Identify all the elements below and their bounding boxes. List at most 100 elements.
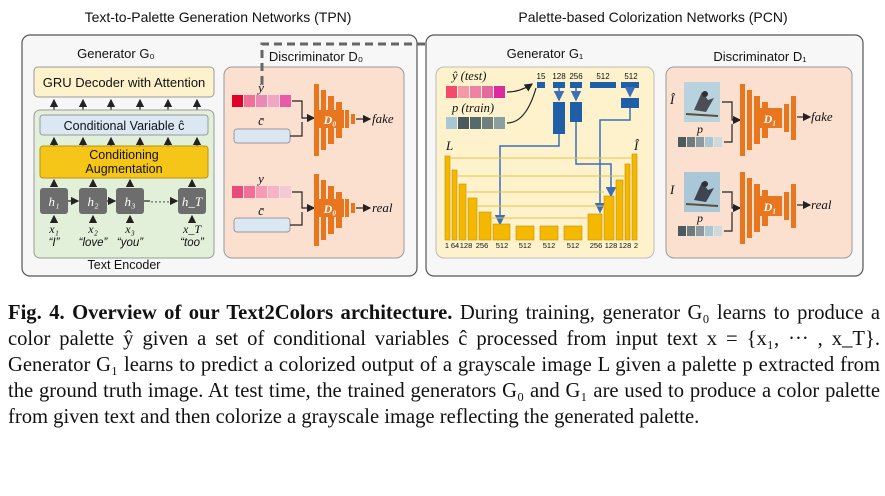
architecture-diagram: Text-to-Palette Generation Networks (TPN…	[21, 9, 864, 277]
input-x2: x₂	[87, 222, 98, 236]
d1-I-label: I	[669, 182, 675, 197]
d0-fake-input-arrow	[292, 100, 316, 123]
d1-palette-fake	[678, 137, 722, 147]
svg-text:128: 128	[460, 241, 473, 250]
svg-text:256: 256	[569, 72, 583, 81]
palette-swatch	[268, 95, 279, 107]
d0-label-fake: D₀	[323, 113, 337, 127]
palette-swatch	[705, 226, 713, 236]
input-arrows	[49, 214, 197, 224]
svg-text:2: 2	[634, 241, 638, 250]
palette-swatch	[494, 86, 505, 98]
palette-swatch	[687, 137, 695, 147]
d0-real-label: real	[372, 200, 393, 215]
hidden-h3: h₃	[124, 194, 135, 209]
input-xt: x_T	[182, 222, 202, 236]
g1-yhat-test: ŷ (test)	[450, 69, 486, 83]
dashed-palette-link	[260, 42, 481, 84]
palette-swatch	[714, 137, 722, 147]
d1-fake-label: fake	[811, 109, 833, 124]
palette-swatch	[232, 186, 243, 198]
hidden-h2: h₂	[87, 194, 99, 209]
palette-swatch	[256, 186, 267, 198]
palette-swatch	[678, 137, 686, 147]
pcn-title: Palette-based Colorization Networks (PCN…	[518, 9, 787, 25]
g1-top-numbers: 15 128 256 512 512	[537, 72, 639, 81]
palette-swatch	[256, 95, 267, 107]
word-4: “too”	[180, 237, 205, 249]
svg-text:15: 15	[537, 72, 546, 81]
d0-fake-label: fake	[372, 111, 394, 126]
palette-swatch	[244, 186, 255, 198]
g1-bottom-numbers: 1 64 128 256 512 512 512 512 256 128 128…	[445, 241, 638, 250]
g1-L-label: L	[445, 138, 453, 153]
svg-text:1: 1	[445, 241, 449, 250]
hidden-h1: h₁	[48, 194, 59, 209]
palette-swatch	[244, 95, 255, 107]
d0-yhat-label: ŷ	[256, 80, 264, 95]
input-x1: x₁	[48, 222, 59, 236]
palette-swatch	[280, 95, 291, 107]
palette-swatch	[696, 226, 704, 236]
svg-text:64: 64	[451, 241, 459, 250]
d0-label-real: D₀	[323, 202, 337, 216]
input-x3: x₃	[124, 222, 135, 236]
svg-text:128: 128	[605, 241, 618, 250]
palette-swatch	[458, 86, 469, 98]
g1-palette-yhat-test	[446, 86, 505, 98]
palette-swatch	[280, 186, 291, 198]
g1-palette-p-train	[446, 117, 505, 129]
palette-swatch	[446, 86, 457, 98]
d0-cbar-box-1	[233, 128, 291, 144]
g1-title: Generator G₁	[507, 46, 584, 61]
svg-text:128: 128	[619, 241, 632, 250]
d1-real-label: real	[811, 197, 832, 212]
hidden-ht: h_T	[182, 194, 203, 209]
caption-lead: Fig. 4. Overview of our Text2Colors arch…	[8, 302, 453, 324]
word-1: “I”	[49, 237, 61, 249]
d0-cbar-label-1: c̄	[258, 113, 265, 128]
svg-text:512: 512	[596, 72, 610, 81]
g1-p-train: p (train)	[451, 101, 494, 115]
palette-swatch	[714, 226, 722, 236]
tpn-title: Text-to-Palette Generation Networks (TPN…	[85, 9, 352, 25]
d1-label-fake: D₁	[763, 112, 777, 126]
d1-palette-real	[678, 226, 722, 236]
g1-encoder-arrows	[494, 87, 636, 226]
palette-swatch	[268, 186, 279, 198]
svg-text:128: 128	[552, 72, 566, 81]
svg-text:512: 512	[624, 72, 638, 81]
palette-swatch	[687, 226, 695, 236]
cond-arrows	[49, 136, 202, 146]
g1-palette-encoder	[537, 82, 639, 134]
figure-caption: Fig. 4. Overview of our Text2Colors arch…	[8, 300, 880, 430]
d0-y-label: y	[256, 171, 264, 186]
d1-p-label-2: p	[696, 211, 703, 225]
palette-swatch	[705, 137, 713, 147]
cond-var-box	[39, 114, 209, 136]
d1-network-real	[740, 172, 796, 244]
d1-title: Discriminator D₁	[713, 49, 807, 64]
caption-body: During training, generator G₀ learns to …	[8, 302, 880, 428]
d0-real-input-arrow	[292, 191, 316, 213]
svg-text:512: 512	[496, 241, 509, 250]
d1-label-real: D₁	[763, 200, 777, 214]
palette-swatch	[458, 117, 469, 129]
d1-Ihat-label: Î	[669, 92, 676, 107]
d0-panel	[223, 66, 405, 259]
gru-decoder-box	[33, 66, 215, 98]
d0-network-fake	[314, 84, 355, 156]
d1-p-label-1: p	[696, 122, 703, 136]
cond-aug-label-1: Conditioning	[89, 148, 159, 162]
d0-title: Discriminator D₀	[269, 49, 363, 64]
g0-title: Generator G₀	[77, 46, 155, 61]
d0-palette-yhat	[232, 95, 291, 107]
d0-network-real	[314, 174, 355, 246]
gru-decoder-label: GRU Decoder with Attention	[43, 75, 206, 90]
palette-swatch	[494, 117, 505, 129]
svg-text:512: 512	[519, 241, 532, 250]
svg-text:256: 256	[590, 241, 603, 250]
svg-text:256: 256	[476, 241, 489, 250]
d1-network-fake	[740, 84, 796, 156]
svg-text:512: 512	[567, 241, 580, 250]
